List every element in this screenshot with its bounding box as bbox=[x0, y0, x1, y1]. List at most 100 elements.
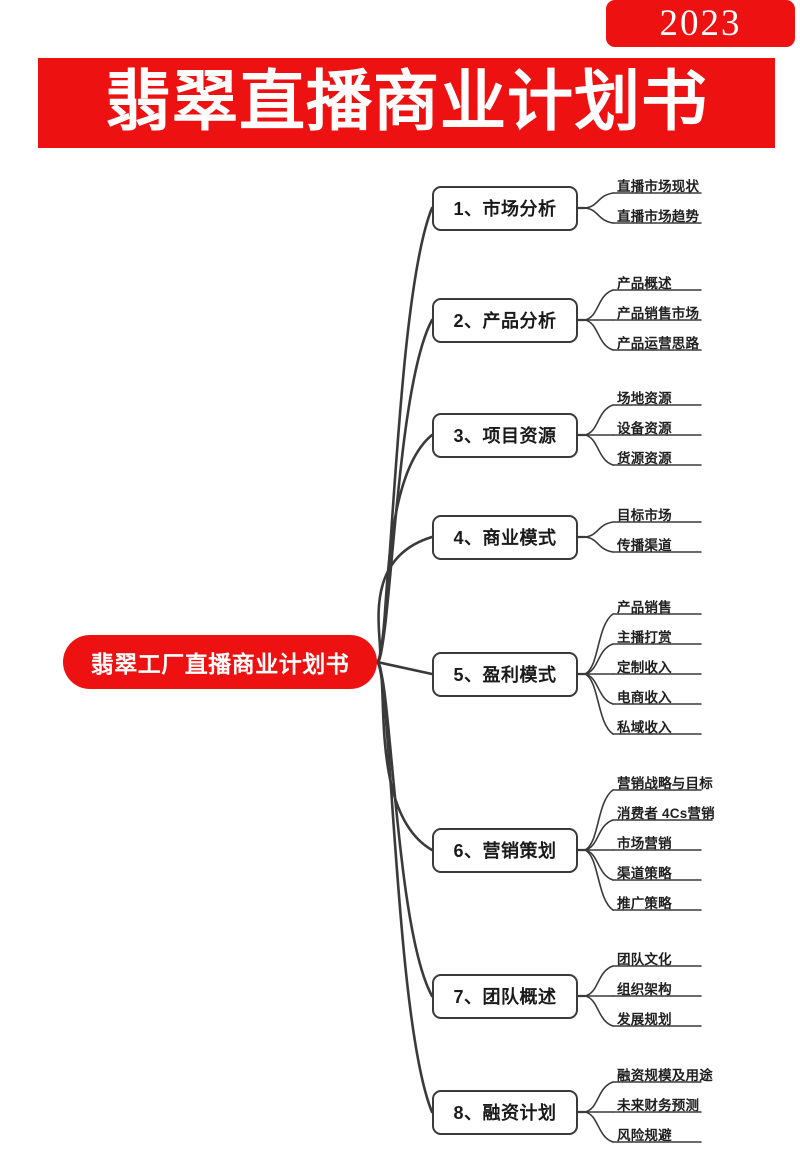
connector-line bbox=[584, 849, 614, 881]
sub-item[interactable]: 推广策略 bbox=[617, 888, 672, 914]
sub-item[interactable]: 目标市场 bbox=[617, 500, 672, 526]
sub-item[interactable]: 电商收入 bbox=[617, 682, 672, 708]
connector-line bbox=[584, 849, 614, 911]
sub-item-label: 风险规避 bbox=[617, 1128, 672, 1143]
sub-item-label: 直播市场趋势 bbox=[617, 209, 700, 224]
sub-item[interactable]: 直播市场趋势 bbox=[617, 201, 699, 227]
title-banner: 翡翠直播商业计划书 bbox=[38, 58, 775, 148]
sub-item-label: 电商收入 bbox=[617, 690, 672, 705]
mindmap-root-label: 翡翠工厂直播商业计划书 bbox=[90, 651, 350, 677]
page-title: 翡翠直播商业计划书 bbox=[105, 66, 708, 139]
connector-line bbox=[584, 613, 614, 675]
sub-item[interactable]: 市场营销 bbox=[617, 828, 672, 854]
connector-line bbox=[584, 965, 614, 997]
sub-item[interactable]: 未来财务预测 bbox=[617, 1090, 699, 1116]
sub-item[interactable]: 团队文化 bbox=[617, 944, 672, 970]
connector-line bbox=[584, 673, 614, 705]
branch-node-1[interactable]: 1、市场分析 bbox=[432, 185, 578, 231]
sub-item[interactable]: 产品运营思路 bbox=[617, 328, 699, 354]
branch-node-4[interactable]: 4、商业模式 bbox=[432, 514, 578, 560]
connector-line bbox=[584, 789, 614, 851]
sub-item[interactable]: 定制收入 bbox=[617, 652, 672, 678]
connector-line bbox=[584, 536, 614, 553]
connector-line bbox=[375, 433, 434, 664]
sub-item[interactable]: 发展规划 bbox=[617, 1004, 672, 1030]
year-badge-label: 2023 bbox=[659, 3, 742, 44]
sub-item-label: 货源资源 bbox=[617, 451, 672, 466]
sub-item[interactable]: 消费者 4Cs营销 bbox=[617, 798, 715, 824]
sub-item-label: 定制收入 bbox=[617, 660, 672, 675]
sub-item[interactable]: 风险规避 bbox=[617, 1120, 672, 1146]
sub-item-label: 组织架构 bbox=[617, 982, 672, 997]
sub-item[interactable]: 场地资源 bbox=[617, 383, 672, 409]
sub-item-label: 未来财务预测 bbox=[617, 1098, 700, 1113]
branch-node-label: 5、盈利模式 bbox=[453, 665, 557, 685]
connector-line bbox=[375, 660, 434, 676]
sub-item-label: 发展规划 bbox=[617, 1012, 672, 1027]
connector-line bbox=[375, 535, 434, 664]
sub-item[interactable]: 融资规模及用途 bbox=[617, 1060, 713, 1086]
connector-line bbox=[375, 660, 434, 852]
branch-node-7[interactable]: 7、团队概述 bbox=[432, 973, 578, 1019]
branch-node-5[interactable]: 5、盈利模式 bbox=[432, 651, 578, 697]
mindmap-root-node[interactable]: 翡翠工厂直播商业计划书 bbox=[63, 635, 377, 689]
sub-item-label: 消费者 4Cs营销 bbox=[617, 806, 715, 821]
sub-item-label: 场地资源 bbox=[617, 391, 672, 406]
connector-line bbox=[584, 673, 614, 735]
sub-item[interactable]: 私域收入 bbox=[617, 712, 672, 738]
connector-line bbox=[375, 318, 434, 664]
sub-item-label: 传播渠道 bbox=[617, 538, 672, 553]
sub-item[interactable]: 主播打赏 bbox=[617, 622, 672, 648]
connector-line bbox=[375, 660, 434, 1114]
sub-item[interactable]: 产品销售 bbox=[617, 592, 672, 618]
branch-node-3[interactable]: 3、项目资源 bbox=[432, 412, 578, 458]
branch-node-8[interactable]: 8、融资计划 bbox=[432, 1089, 578, 1135]
sub-item-label: 产品概述 bbox=[617, 276, 672, 291]
sub-item[interactable]: 组织架构 bbox=[617, 974, 672, 1000]
connector-line bbox=[584, 192, 614, 209]
sub-item-label: 市场营销 bbox=[617, 836, 672, 851]
connector-line bbox=[584, 1111, 614, 1143]
connector-line bbox=[584, 819, 614, 851]
sub-item[interactable]: 货源资源 bbox=[617, 443, 672, 469]
branch-node-label: 3、项目资源 bbox=[453, 426, 557, 446]
sub-item-label: 团队文化 bbox=[617, 952, 672, 967]
connector-line bbox=[375, 206, 434, 664]
sub-item[interactable]: 传播渠道 bbox=[617, 530, 672, 556]
branch-node-2[interactable]: 2、产品分析 bbox=[432, 297, 578, 343]
sub-item-label: 渠道策略 bbox=[617, 866, 672, 881]
connector-line bbox=[584, 643, 614, 675]
connector-line bbox=[584, 521, 614, 538]
connector-line bbox=[584, 404, 614, 436]
branch-node-label: 1、市场分析 bbox=[453, 199, 557, 219]
branch-node-label: 7、团队概述 bbox=[453, 987, 557, 1007]
branch-node-label: 4、商业模式 bbox=[453, 528, 557, 548]
connector-line bbox=[584, 434, 614, 466]
branch-node-6[interactable]: 6、营销策划 bbox=[432, 827, 578, 873]
sub-item-label: 产品销售市场 bbox=[617, 306, 700, 321]
sub-item-label: 主播打赏 bbox=[617, 630, 672, 645]
sub-item-label: 营销战略与目标 bbox=[617, 776, 713, 791]
connector-line bbox=[584, 995, 614, 1027]
sub-item[interactable]: 产品销售市场 bbox=[617, 298, 699, 324]
sub-item-label: 产品运营思路 bbox=[617, 336, 700, 351]
sub-item[interactable]: 直播市场现状 bbox=[617, 171, 699, 197]
sub-item[interactable]: 设备资源 bbox=[617, 413, 672, 439]
sub-item-label: 设备资源 bbox=[617, 421, 672, 436]
sub-item[interactable]: 渠道策略 bbox=[617, 858, 672, 884]
sub-item-label: 推广策略 bbox=[617, 896, 672, 911]
connector-line bbox=[584, 319, 614, 351]
branch-node-label: 6、营销策划 bbox=[453, 841, 557, 861]
sub-item-label: 直播市场现状 bbox=[617, 179, 700, 194]
year-badge: 2023 bbox=[606, 0, 795, 47]
sub-item[interactable]: 产品概述 bbox=[617, 268, 672, 294]
sub-item-label: 融资规模及用途 bbox=[617, 1068, 713, 1083]
connector-line bbox=[375, 660, 434, 998]
connector-line bbox=[584, 289, 614, 321]
branch-node-label: 2、产品分析 bbox=[453, 311, 557, 331]
sub-item[interactable]: 营销战略与目标 bbox=[617, 768, 713, 794]
connector-line bbox=[584, 207, 614, 224]
sub-item-label: 产品销售 bbox=[617, 600, 672, 615]
connector-line bbox=[584, 1081, 614, 1113]
sub-item-label: 私域收入 bbox=[617, 720, 672, 735]
